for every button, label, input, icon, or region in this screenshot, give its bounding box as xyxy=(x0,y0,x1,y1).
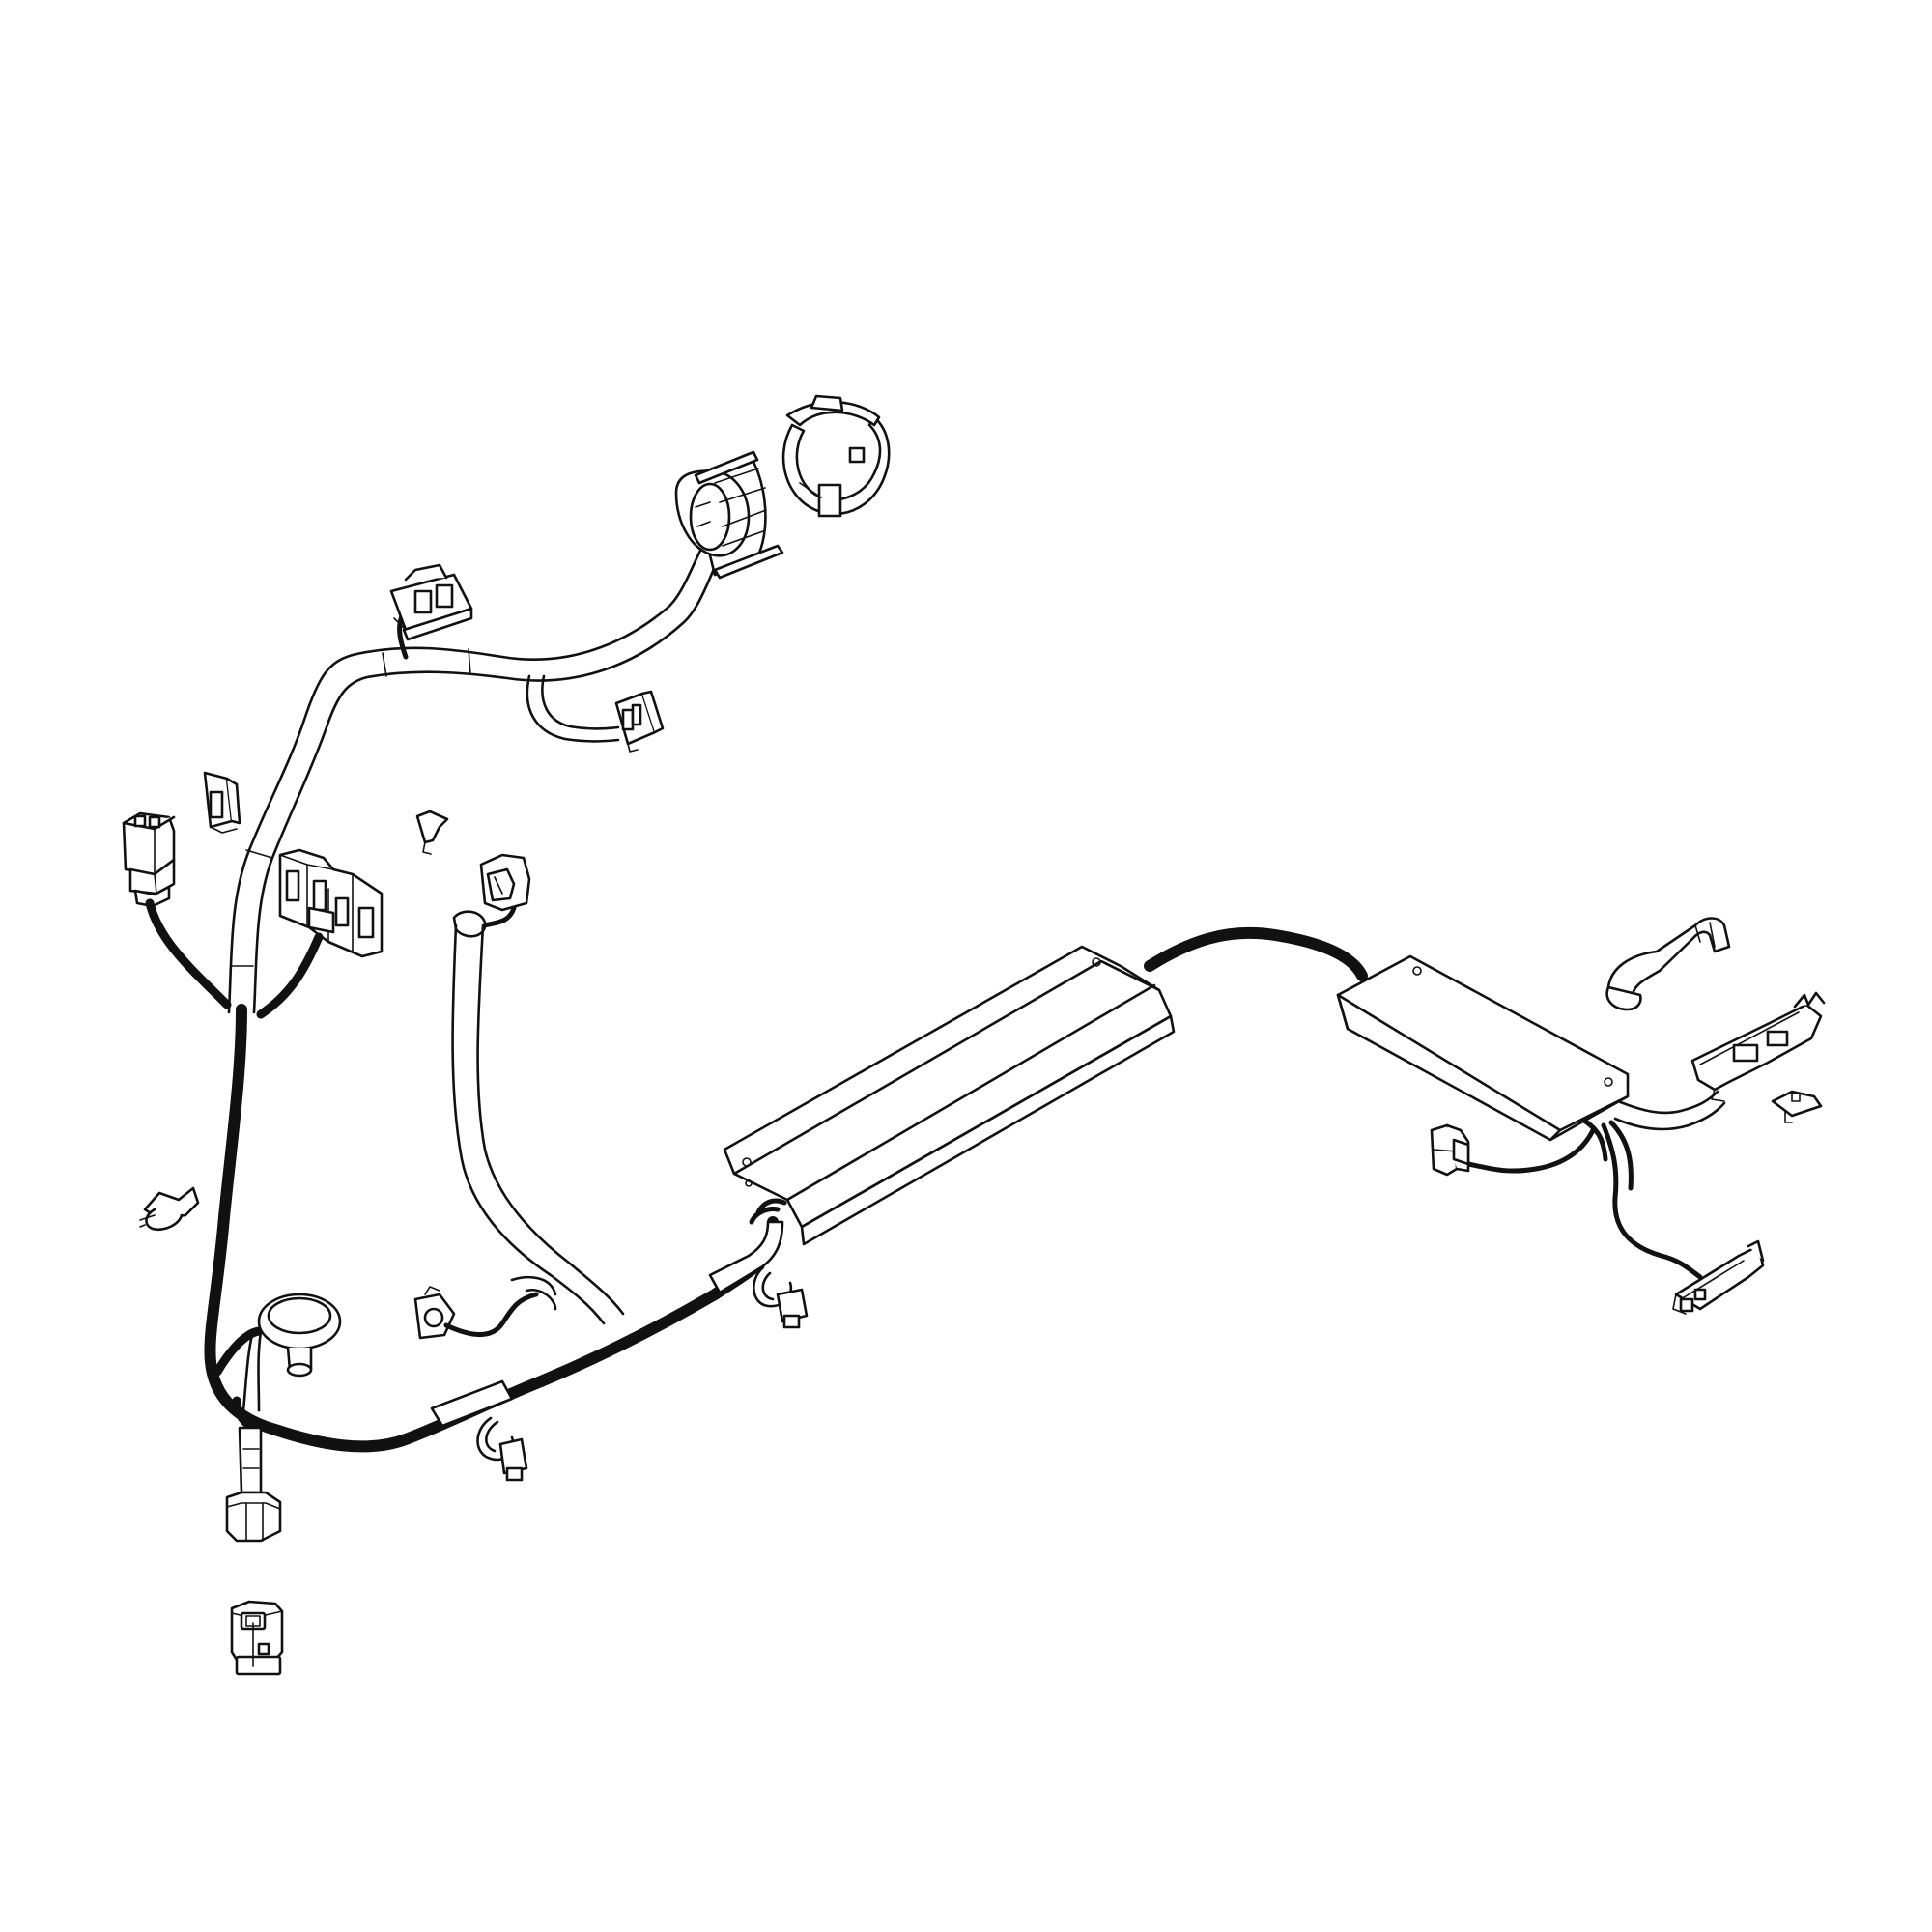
duct-cover-left xyxy=(723,945,1176,1246)
right-side-plug xyxy=(1430,1123,1470,1177)
right-branch-wires xyxy=(1465,1090,1726,1280)
push-clip-upper xyxy=(415,810,449,855)
left-clip-connector xyxy=(203,771,242,834)
right-lower-connector xyxy=(1672,1239,1765,1315)
vertical-harness-branch xyxy=(451,910,625,1325)
right-bracket-connector xyxy=(1690,991,1826,1102)
block-connector-lead xyxy=(256,932,324,1019)
push-clip-right xyxy=(1771,1090,1823,1123)
cylindrical-connector xyxy=(674,450,784,580)
top-connector xyxy=(389,563,473,641)
cable-tie-center xyxy=(476,1416,528,1482)
grab-handle xyxy=(1605,917,1731,1011)
small-branch-connector xyxy=(614,690,665,753)
left-box-connector xyxy=(122,811,176,908)
upper-harness-branch xyxy=(227,549,719,1014)
small-harness-connector xyxy=(413,1286,539,1340)
main-harness-trunk xyxy=(204,1004,784,1453)
grommet xyxy=(257,1293,342,1378)
bottom-connector xyxy=(225,1396,282,1543)
hose-end-connector xyxy=(479,853,531,928)
ring-clamp xyxy=(781,394,891,518)
middle-harness-trunk xyxy=(1144,926,1368,981)
cable-tie-right xyxy=(753,1265,809,1329)
loose-bottom-connector xyxy=(230,1600,284,1676)
duct-cover-right xyxy=(1336,954,1630,1142)
cable-tie-left xyxy=(139,1186,200,1231)
left-connector-lead xyxy=(145,898,232,1009)
double-block-connector xyxy=(278,848,384,958)
